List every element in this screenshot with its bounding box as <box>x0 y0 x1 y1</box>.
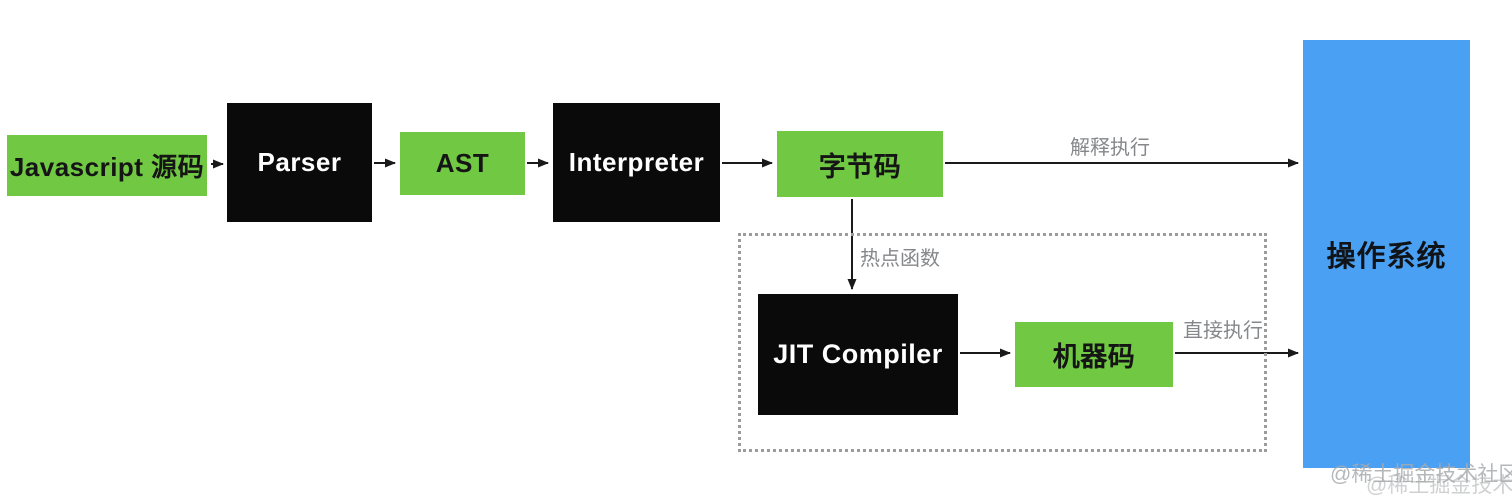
node-bytecode-label: 字节码 <box>818 151 902 182</box>
node-machine-code-label: 机器码 <box>1052 342 1136 372</box>
node-operating-system: 操作系统 <box>1303 40 1470 468</box>
node-bytecode: 字节码 <box>777 131 943 197</box>
watermark-text-offset-copy: @稀土掘金技术社区 <box>1366 474 1512 497</box>
node-javascript-source: Javascript 源码 <box>7 135 207 196</box>
jit-dotted-region <box>738 233 1267 452</box>
node-interpreter: Interpreter <box>553 103 720 222</box>
node-interpreter-label: Interpreter <box>568 147 705 177</box>
node-ast-label: AST <box>435 148 490 178</box>
node-machine-code: 机器码 <box>1015 322 1173 387</box>
node-jit-compiler: JIT Compiler <box>758 294 958 415</box>
edge-label-interpret-execute: 解释执行 <box>1070 137 1150 159</box>
edge-label-hot-function: 热点函数 <box>860 248 940 270</box>
node-parser: Parser <box>227 103 372 222</box>
node-ast: AST <box>400 132 525 195</box>
watermark-text: @稀土掘金技术社区 <box>1330 463 1512 486</box>
edge-label-direct-execute: 直接执行 <box>1183 320 1263 342</box>
node-parser-label: Parser <box>257 147 342 177</box>
node-jit-compiler-label: JIT Compiler <box>773 339 943 369</box>
node-operating-system-label: 操作系统 <box>1326 241 1447 273</box>
node-javascript-source-label: Javascript 源码 <box>9 152 205 182</box>
